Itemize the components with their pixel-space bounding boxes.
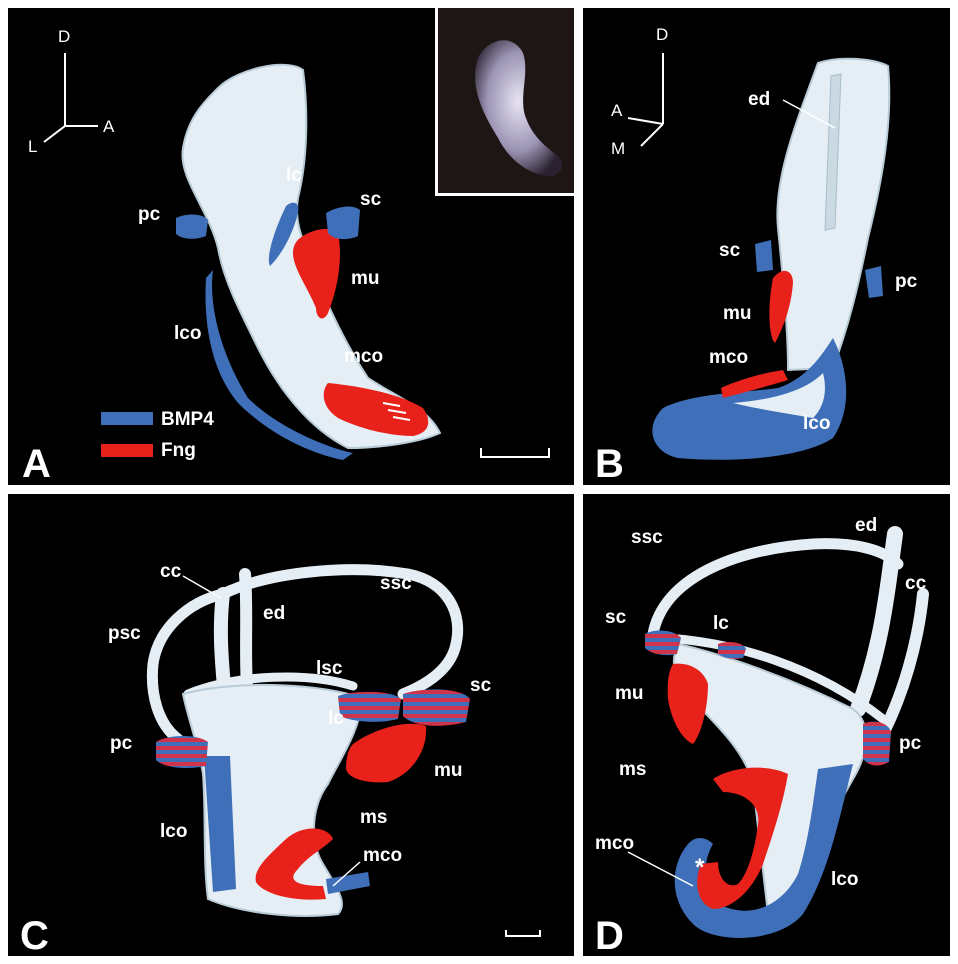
label-sc: sc	[470, 676, 491, 695]
ed-tube	[858, 534, 895, 709]
panel-c-model	[8, 494, 574, 956]
label-lc: lc	[713, 614, 729, 633]
inset-photo	[435, 8, 574, 196]
panel-letter-c: C	[20, 916, 49, 956]
label-mu: mu	[351, 269, 380, 288]
label-psc: psc	[108, 624, 141, 643]
sc-striped-region	[645, 631, 681, 656]
panel-letter-a: A	[22, 444, 51, 484]
pc-striped-region	[156, 736, 208, 768]
label-sc: sc	[605, 608, 626, 627]
axis-label-up: D	[58, 28, 70, 45]
panel-letter-d: D	[595, 916, 624, 956]
pc-striped-region	[863, 722, 891, 766]
label-ed: ed	[263, 604, 285, 623]
label-cc: cc	[905, 574, 926, 593]
mu-fng-region	[668, 664, 708, 744]
label-lco: lco	[160, 822, 187, 841]
label-star: *	[695, 856, 704, 880]
label-ms: ms	[619, 760, 646, 779]
scale-bar	[481, 448, 549, 457]
label-mu: mu	[434, 761, 463, 780]
label-mco: mco	[363, 846, 402, 865]
label-ssc: ssc	[380, 574, 412, 593]
panel-b-model	[583, 8, 950, 485]
label-mco: mco	[709, 348, 748, 367]
panel-d: ssc ed cc sc lc mu pc ms mco * lco D	[583, 494, 950, 956]
axis-label-left: A	[611, 102, 622, 119]
axis-label-right: A	[103, 118, 114, 135]
label-mu: mu	[615, 684, 644, 703]
label-ms: ms	[360, 808, 387, 827]
legend-fng-swatch	[101, 444, 153, 457]
lc-striped-region	[718, 642, 746, 659]
panel-b: D A M ed sc pc mu mco lco B	[583, 8, 950, 485]
label-mco: mco	[344, 347, 383, 366]
pc-bmp4-region	[176, 214, 208, 238]
scale-bar	[506, 930, 540, 936]
axis-label-left: L	[28, 138, 37, 155]
label-sc: sc	[360, 190, 381, 209]
label-lco: lco	[831, 870, 858, 889]
mco-bmp4-tip	[326, 872, 370, 894]
axis-label-down: M	[611, 140, 625, 157]
legend-fng-label: Fng	[161, 441, 196, 460]
label-lco: lco	[803, 414, 830, 433]
label-sc: sc	[719, 241, 740, 260]
label-cc: cc	[160, 562, 181, 581]
label-lc: lc	[286, 166, 302, 185]
label-ssc: ssc	[631, 528, 663, 547]
mu-fng-region	[346, 724, 426, 783]
label-pc: pc	[899, 734, 921, 753]
lc-striped-region	[338, 692, 401, 722]
label-mu: mu	[723, 304, 752, 323]
label-lsc: lsc	[316, 659, 342, 678]
label-pc: pc	[895, 272, 917, 291]
legend-bmp4-label: BMP4	[161, 410, 214, 429]
embryo-inner-ear-photo-icon	[438, 8, 574, 193]
label-ed: ed	[748, 90, 770, 109]
panel-a: D L A pc lc sc mu lco mco BMP4 Fng A	[8, 8, 574, 485]
axis-label-up: D	[656, 26, 668, 43]
label-lco: lco	[174, 324, 201, 343]
sc-bmp4-region	[755, 240, 773, 272]
pc-bmp4-region	[865, 266, 883, 298]
label-pc: pc	[110, 734, 132, 753]
sc-bmp4-region	[326, 206, 360, 239]
panel-d-model	[583, 494, 950, 956]
legend-bmp4-swatch	[101, 412, 153, 425]
sc-striped-region	[403, 689, 470, 725]
ssc-canal	[653, 544, 898, 634]
label-pc: pc	[138, 205, 160, 224]
label-ed: ed	[855, 516, 877, 535]
panel-letter-b: B	[595, 444, 624, 484]
panel-c: cc ssc psc ed lsc sc lc pc mu lco ms mco…	[8, 494, 574, 956]
label-lc: lc	[328, 709, 344, 728]
label-mco: mco	[595, 834, 634, 853]
